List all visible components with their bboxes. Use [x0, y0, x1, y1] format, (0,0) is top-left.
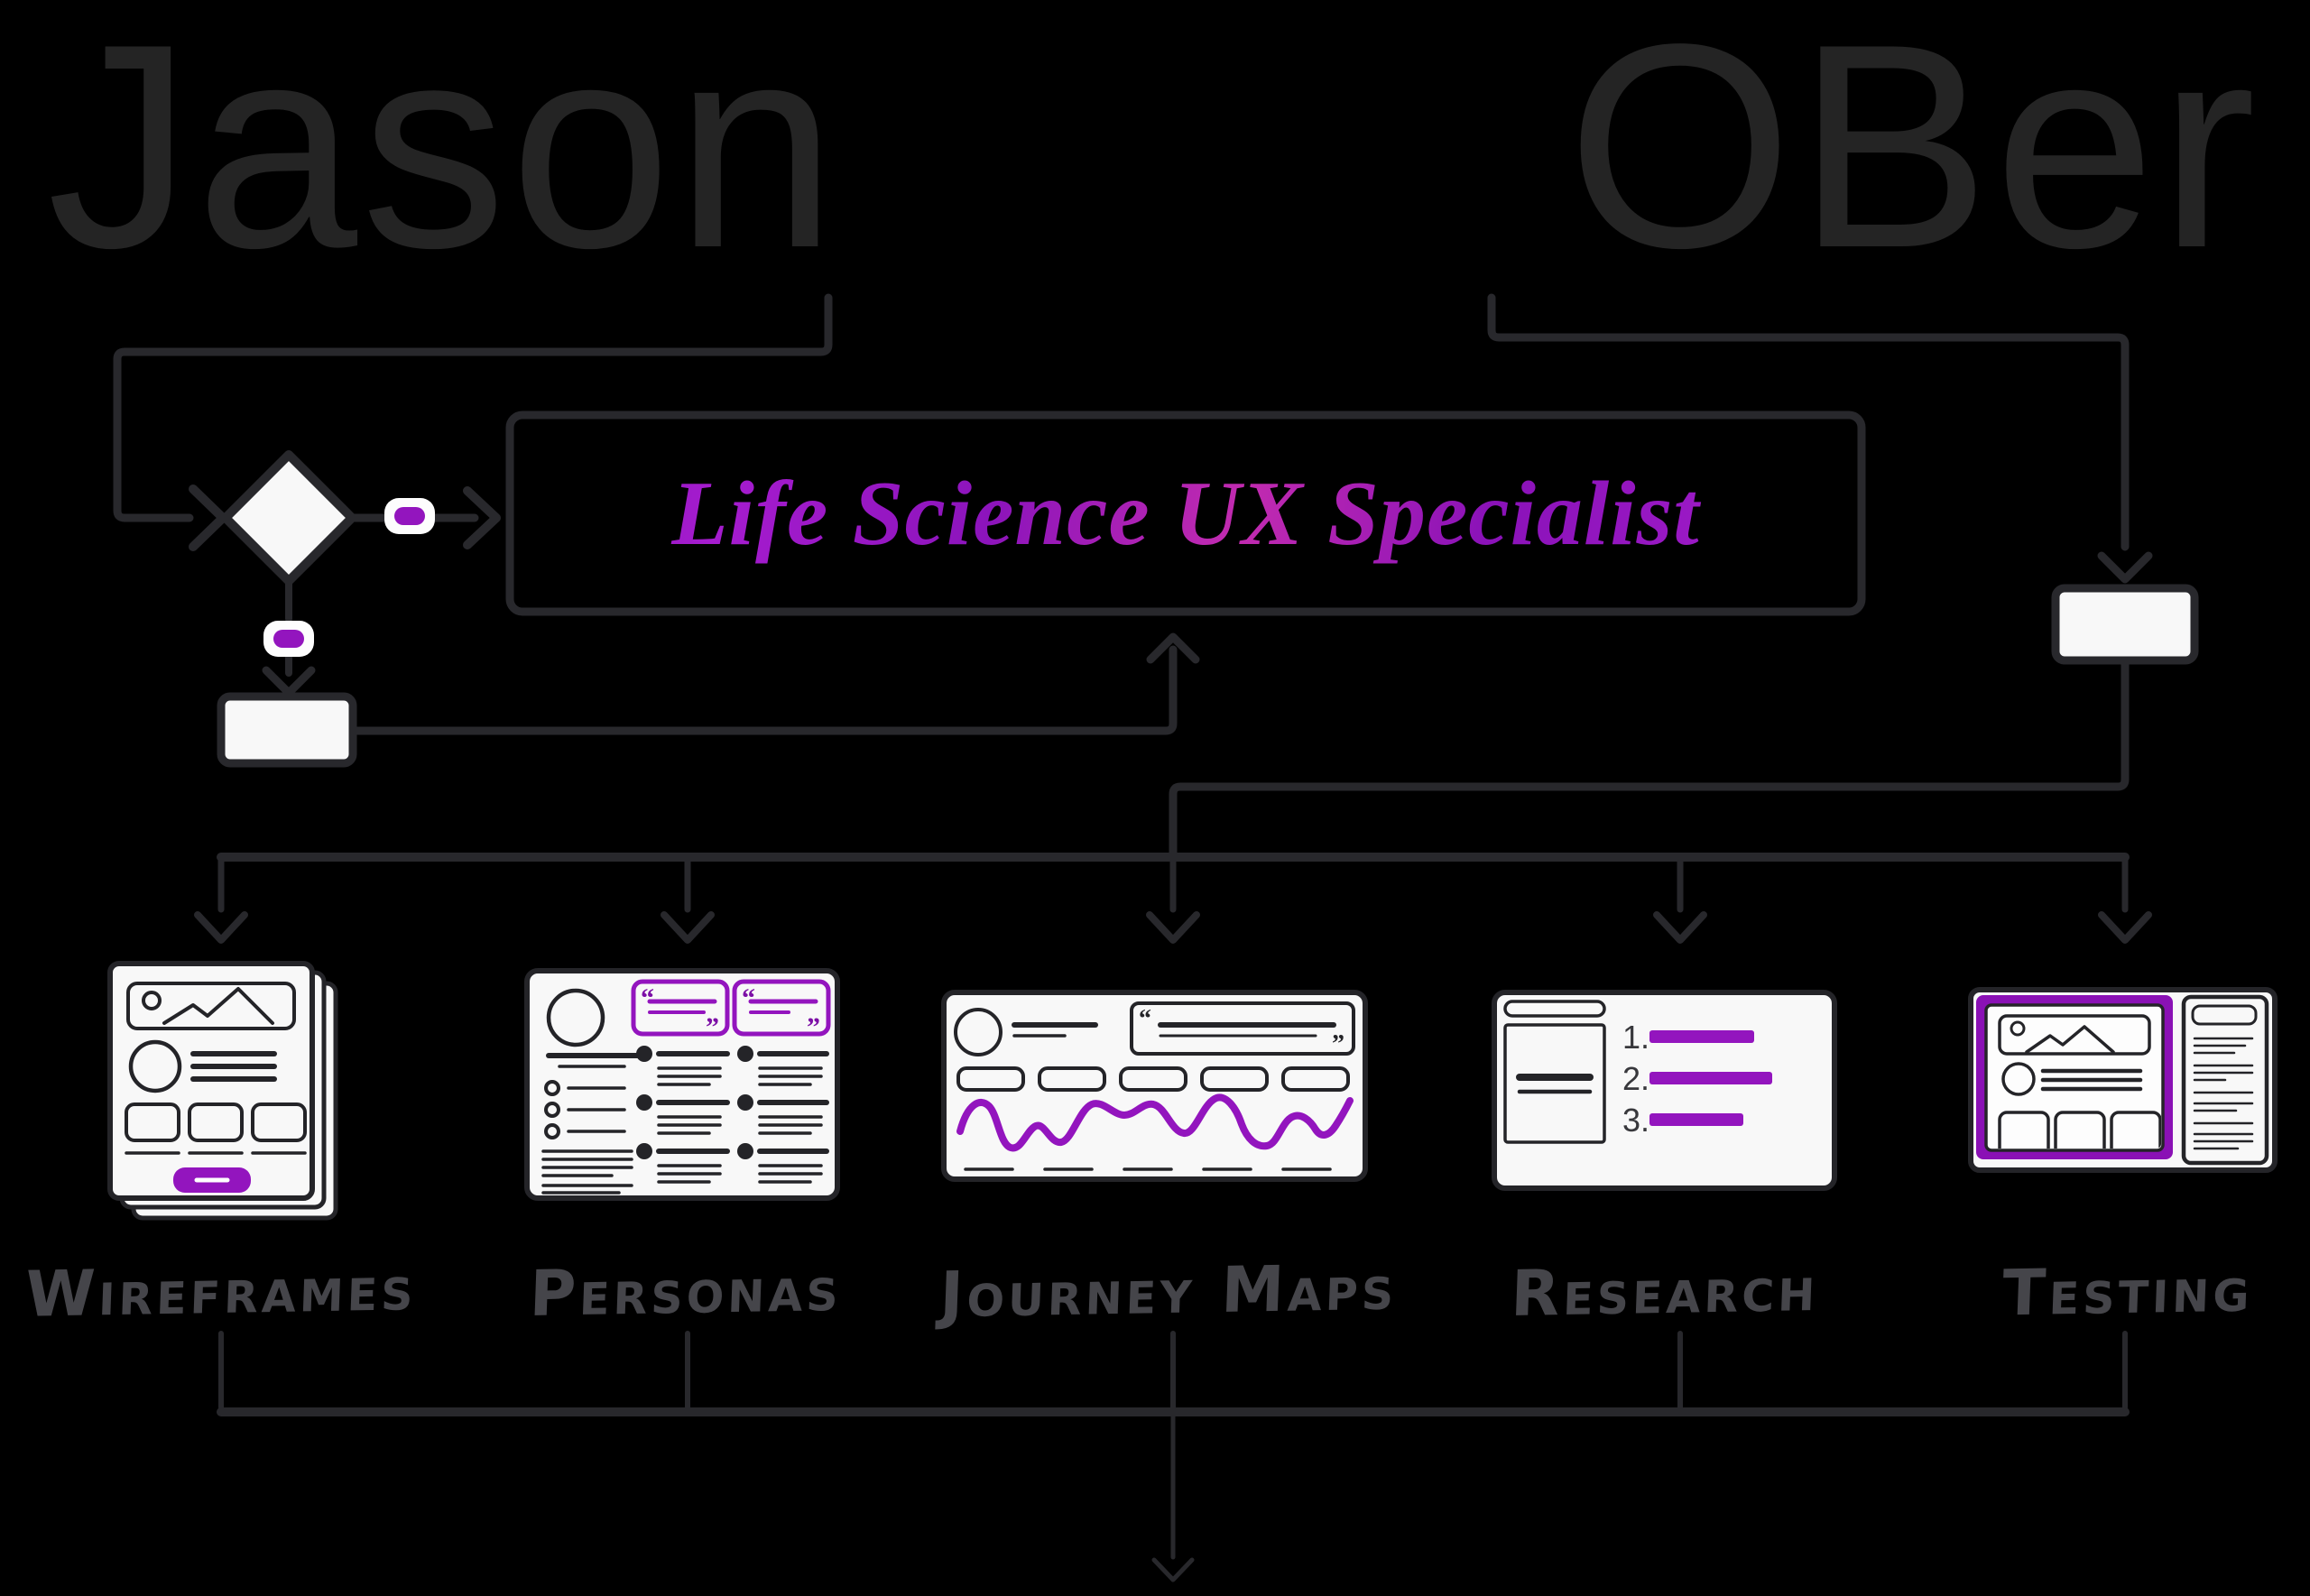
- quote-card: “ ”: [631, 979, 730, 1042]
- arrowhead-right-icon: [189, 484, 227, 551]
- notes-panel: [2181, 994, 2269, 1166]
- paragraph-lines: [541, 1149, 633, 1195]
- card-frame: [941, 990, 1368, 1182]
- radio-list: [544, 1080, 626, 1139]
- quote-open-icon: “: [641, 983, 654, 1013]
- card-personas: “ ” “ ”: [524, 968, 840, 1201]
- finding-bar: [1649, 1030, 1754, 1043]
- bullet-column: [737, 1046, 829, 1184]
- document-thumbnail: [1503, 1023, 1606, 1144]
- label-wireframes: Wireframes: [23, 1250, 419, 1332]
- card-research: 1. 2. 3.: [1492, 990, 1837, 1191]
- quote-open-icon: “: [742, 983, 755, 1013]
- arrowhead-down-icon: [194, 911, 248, 944]
- bottom-bus: [217, 1331, 2130, 1582]
- quote-card: “ ”: [732, 979, 831, 1042]
- quote-card: “ ”: [1130, 1001, 1355, 1058]
- label-research: Research: [1510, 1251, 1820, 1331]
- card-wireframes: [107, 961, 338, 1221]
- avatar-circle: [128, 1039, 182, 1093]
- label-journey-maps: Journey Maps: [938, 1250, 1399, 1333]
- cta-button: [173, 1167, 251, 1193]
- avatar-circle: [954, 1008, 1003, 1056]
- arrowhead-down-icon: [1146, 911, 1200, 944]
- journey-curve: [956, 1093, 1354, 1152]
- arrowhead-down-icon: [661, 911, 715, 944]
- label-testing: Testing: [2000, 1251, 2255, 1331]
- stage-pills: [956, 1066, 1350, 1092]
- avatar-circle: [2001, 1062, 2036, 1096]
- content-boxes: [125, 1102, 307, 1155]
- avatar-circle: [546, 988, 605, 1047]
- text-lines: [190, 1051, 277, 1082]
- distribution-bus: [194, 853, 2152, 944]
- name-lines: [546, 1053, 640, 1068]
- edge-diamond-to-role: [347, 486, 501, 549]
- image-placeholder-icon: [126, 982, 296, 1030]
- image-placeholder-icon: [1998, 1014, 2151, 1056]
- arrowhead-down-icon: [2098, 911, 2152, 944]
- role-box: [505, 411, 1866, 616]
- arrowhead-up-icon: [1146, 632, 1200, 664]
- finding-bar: [1649, 1113, 1743, 1126]
- connector-pill-right: [384, 498, 435, 534]
- arrowhead-down-icon: [1653, 911, 1707, 944]
- arrowhead-down-icon: [2097, 551, 2153, 584]
- process-box-right: [2051, 584, 2199, 665]
- page-title: Jason OBer: [47, 2, 2259, 292]
- card-testing: [1968, 987, 2278, 1173]
- decision-diamond-node: [221, 450, 356, 586]
- edge-title-to-right-box: [1487, 293, 2153, 584]
- list-number: 3.: [1622, 1102, 1649, 1139]
- quote-open-icon: “: [1139, 1005, 1151, 1033]
- list-number: 1.: [1622, 1019, 1649, 1056]
- process-box-left: [217, 692, 357, 768]
- bullet-column: [636, 1046, 730, 1184]
- screen-wireframe: [1998, 1014, 2161, 1149]
- arrowhead-right-icon: [463, 486, 501, 549]
- list-number: 2.: [1622, 1060, 1649, 1097]
- name-lines: [1012, 1022, 1098, 1038]
- numbered-findings: 1. 2. 3.: [1622, 1019, 1772, 1139]
- edge-box-to-bus: [1169, 656, 2130, 858]
- quote-close-icon: ”: [706, 1012, 719, 1042]
- label-personas: Personas: [528, 1250, 844, 1332]
- connector-pill-down: [263, 621, 314, 657]
- card-journey-maps: “ ”: [941, 990, 1368, 1182]
- doc-header-pill: [1503, 1000, 1606, 1018]
- finding-bar: [1649, 1072, 1772, 1084]
- edge-box-to-role: [348, 632, 1200, 735]
- title-first-name: Jason: [47, 0, 841, 309]
- arrowhead-down-icon: [1151, 1557, 1195, 1582]
- title-last-name: OBer: [1566, 0, 2259, 309]
- quote-close-icon: ”: [807, 1012, 820, 1042]
- quote-close-icon: ”: [1332, 1030, 1344, 1058]
- role-title: Life Science UX Specialist: [510, 415, 1862, 612]
